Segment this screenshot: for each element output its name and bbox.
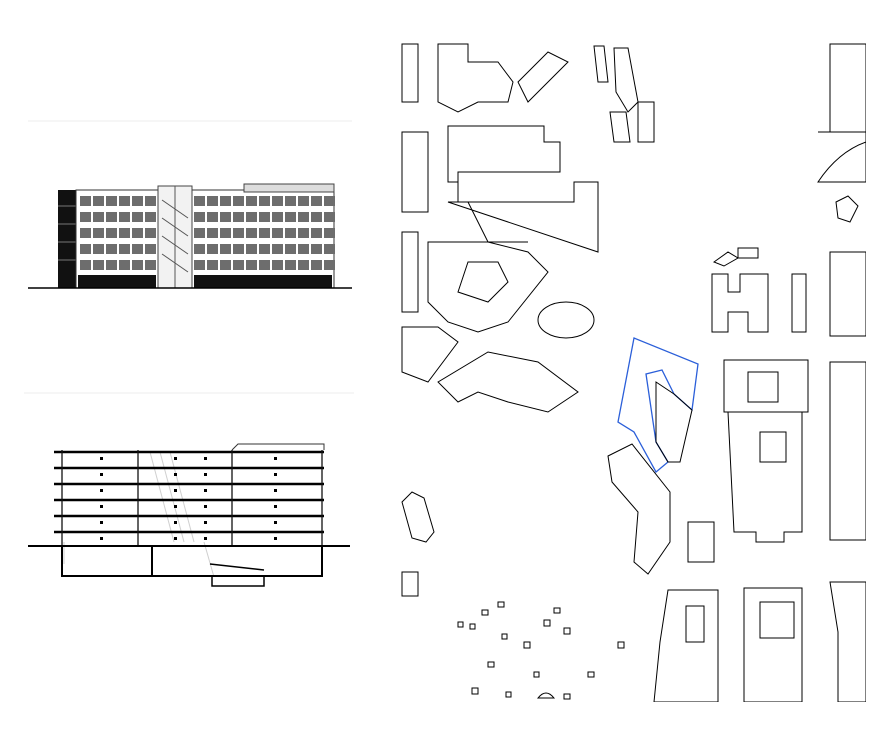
building-section — [24, 392, 354, 624]
site-plan-buildings — [401, 43, 866, 702]
building-elevation — [28, 118, 352, 298]
site-plan-map — [398, 42, 866, 702]
